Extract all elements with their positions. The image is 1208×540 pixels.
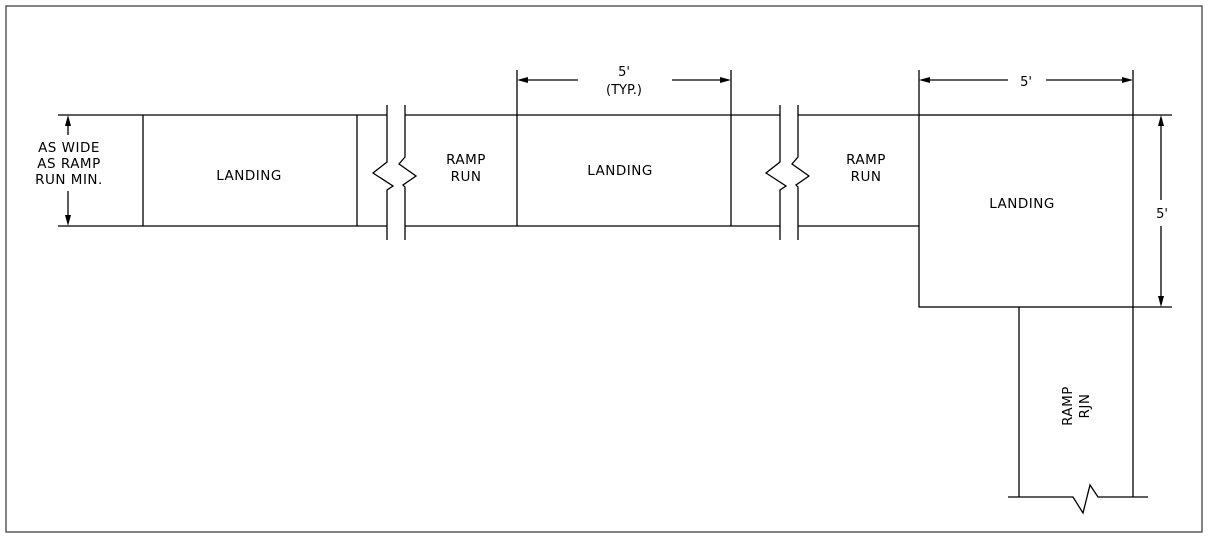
landing-label-2: LANDING xyxy=(587,163,653,179)
ramp-run-3-line-1: RAMP xyxy=(1060,386,1076,426)
break-symbol-1 xyxy=(371,105,418,240)
vertical-ramp-run xyxy=(1008,307,1148,515)
right-dimension-value: 5' xyxy=(1156,207,1168,222)
landing-label-1: LANDING xyxy=(216,168,282,184)
typ-dimension-note: (TYP.) xyxy=(606,83,642,98)
ramp-run-3-label: RAMP RJN xyxy=(1060,386,1093,426)
corner-landing-box xyxy=(918,114,1134,308)
top-right-dimension-value: 5' xyxy=(1020,75,1032,90)
break-symbol-2 xyxy=(764,105,811,240)
ramp-run-3-line-2: RJN xyxy=(1077,394,1093,419)
break-symbol-3 xyxy=(1008,483,1148,515)
main-run xyxy=(142,105,919,240)
ramp-run-2-line-1: RAMP xyxy=(846,152,886,168)
typ-dimension: 5' (TYP.) xyxy=(516,65,732,115)
width-note-line-1: AS WIDE xyxy=(38,140,100,156)
ramp-run-1-line-2: RUN xyxy=(451,169,482,185)
width-note-line-3: RUN MIN. xyxy=(35,172,103,188)
width-dimension: AS WIDE AS RAMP RUN MIN. xyxy=(35,114,143,227)
landing-label-3: LANDING xyxy=(989,196,1055,212)
typ-dimension-value: 5' xyxy=(618,65,630,80)
top-right-dimension: 5' xyxy=(918,70,1134,115)
drawing-frame xyxy=(5,5,1203,533)
ramp-run-2-line-2: RUN xyxy=(851,169,882,185)
width-note-line-2: AS RAMP xyxy=(37,156,100,172)
right-dimension: 5' xyxy=(1133,114,1172,308)
ramp-run-1-line-1: RAMP xyxy=(446,152,486,168)
